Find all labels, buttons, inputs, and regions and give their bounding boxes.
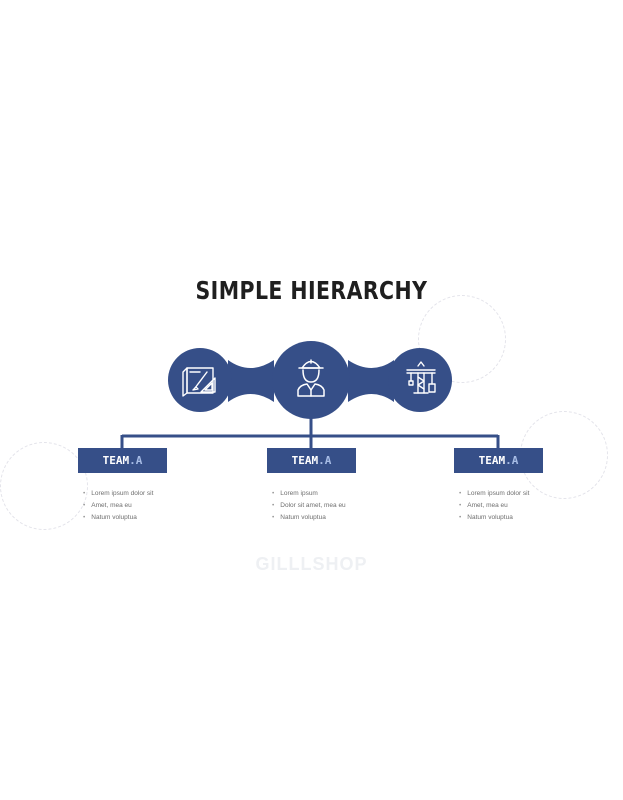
watermark-text: GILLLSHOP [255, 554, 368, 574]
construction-worker-icon [297, 359, 325, 397]
team-box: TEAM.A [267, 448, 356, 473]
decorative-circle [0, 442, 88, 530]
team-suffix: .A [505, 454, 519, 467]
team-name: TEAM [478, 454, 506, 467]
team-suffix: .A [318, 454, 332, 467]
team-box: TEAM.A [78, 448, 167, 473]
team-bullet-list: Lorem ipsum Dolor sit amet, mea eu Natum… [272, 488, 346, 524]
connector-lines [120, 418, 500, 449]
list-item: Dolor sit amet, mea eu [272, 500, 345, 512]
list-item: Natum voluptua [83, 512, 153, 524]
team-bullet-list: Lorem ipsum dolor sit Amet, mea eu Natum… [83, 488, 153, 524]
list-item: Lorem ipsum [272, 488, 346, 500]
list-item: Natum voluptua [459, 512, 529, 524]
list-item: Natum voluptua [272, 512, 346, 524]
list-item: Lorem ipsum dolor sit [83, 488, 153, 500]
blueprint-drafting-icon [182, 367, 216, 397]
list-item: Lorem ipsum dolor sit [459, 488, 529, 500]
list-item: Amet, mea eu [83, 500, 153, 512]
page-title: SIMPLE HIERARCHY [195, 276, 428, 305]
list-item: Amet, mea eu [459, 500, 529, 512]
tower-crane-icon [406, 361, 436, 394]
team-name: TEAM [102, 454, 130, 467]
decorative-circle [418, 295, 506, 383]
team-bullet-list: Lorem ipsum dolor sit Amet, mea eu Natum… [459, 488, 529, 524]
hub-shape [168, 341, 452, 419]
team-box: TEAM.A [454, 448, 543, 473]
team-suffix: .A [129, 454, 143, 467]
team-name: TEAM [291, 454, 319, 467]
